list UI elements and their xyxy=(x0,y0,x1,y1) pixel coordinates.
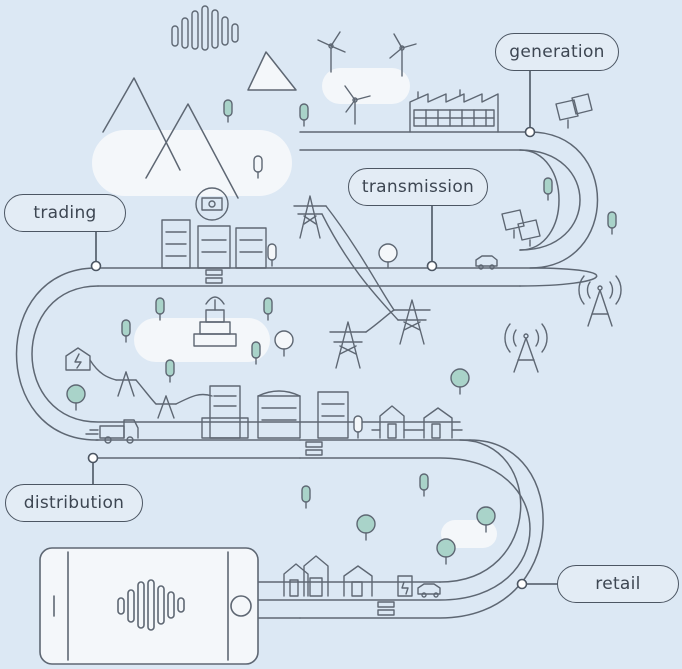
connector-dots xyxy=(87,70,558,590)
retail-houses-icon xyxy=(283,555,441,616)
pylon-icon xyxy=(293,195,431,369)
stage-label-generation: generation xyxy=(495,33,619,71)
substation-icon xyxy=(65,347,213,419)
stage-label-trading: trading xyxy=(4,194,126,232)
stage-label-retail: retail xyxy=(557,565,679,603)
stage-label-distribution: distribution xyxy=(5,484,143,522)
smartphone-icon xyxy=(39,547,259,665)
round-tree-icon xyxy=(66,243,496,565)
fountain-icon xyxy=(193,296,237,347)
stage-label-transmission: transmission xyxy=(348,168,488,206)
radio-mast-icon xyxy=(504,275,622,373)
distribution-buildings-icon xyxy=(201,385,463,456)
truck-icon xyxy=(85,419,139,444)
solar-panel-icon xyxy=(501,93,593,247)
trading-city-icon xyxy=(161,187,267,284)
mountains-icon xyxy=(102,51,297,199)
sound-wave-logo-top xyxy=(171,5,239,51)
wind-turbine-icon xyxy=(317,31,417,125)
factory-icon xyxy=(409,89,499,133)
tree-icon xyxy=(121,99,617,509)
car-icon xyxy=(475,255,498,270)
background-blobs xyxy=(92,68,497,548)
